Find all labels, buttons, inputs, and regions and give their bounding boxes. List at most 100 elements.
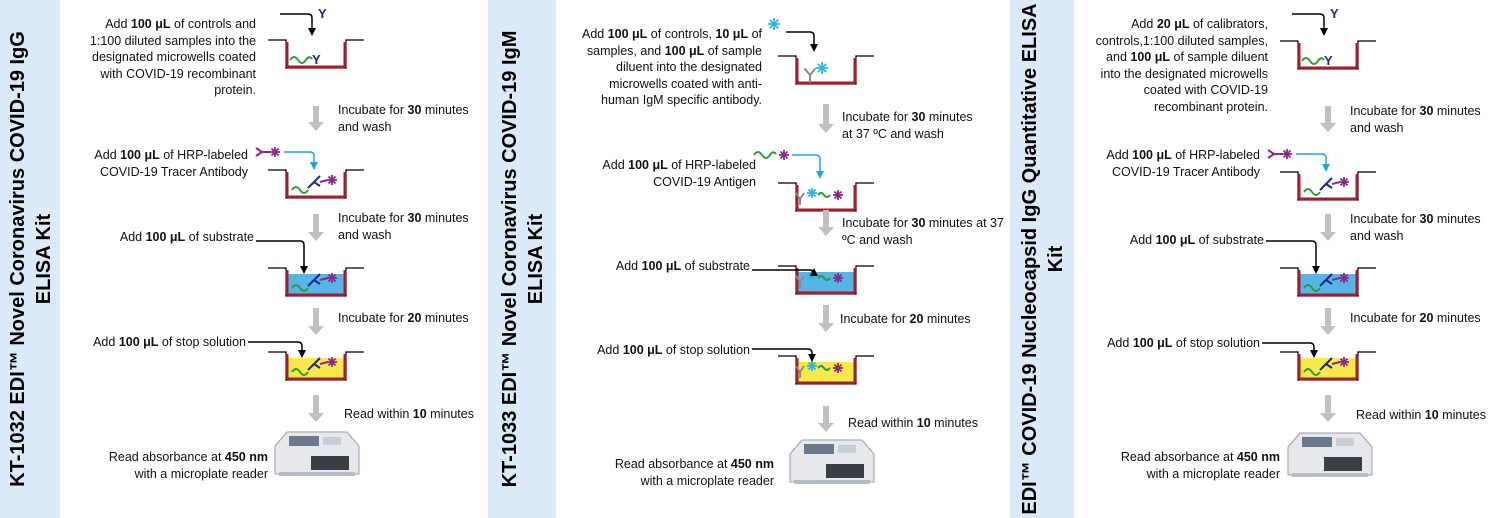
- step-arrow-1: [818, 104, 834, 133]
- step-arrow-shaft: [823, 406, 829, 424]
- incubation-1-text: Incubate for 30 minutes and wash: [1350, 104, 1481, 135]
- step-arrow-head: [308, 232, 324, 241]
- step-arrow-1: [308, 106, 324, 131]
- incubation-3-text: Incubate for 20 minutes: [338, 311, 469, 325]
- antigen-icon: [817, 192, 831, 198]
- tracer-antibody-icon: [1331, 277, 1341, 281]
- step-arrow-shaft: [823, 104, 829, 125]
- panel-band-1: [0, 0, 60, 518]
- tracer-antibody-icon: [255, 147, 270, 157]
- step-arrow-head: [308, 413, 324, 422]
- antigen-icon: [1303, 188, 1321, 196]
- step-arrow-2: [308, 214, 324, 241]
- antibody-y-icon: Y: [1324, 53, 1333, 68]
- tracer-label-icon: [779, 150, 789, 160]
- antigen-icon: [817, 275, 831, 281]
- virus-icon: [816, 62, 828, 74]
- incubation-4-text: Read within 10 minutes: [848, 416, 978, 430]
- tracer-antibody-icon: [319, 277, 329, 281]
- reader-display: [804, 444, 834, 454]
- add-arrow-blue: [792, 154, 824, 179]
- add-arrow-stop: [248, 341, 306, 358]
- well-liquid: [796, 272, 856, 294]
- reader-keypad: [1336, 438, 1354, 446]
- step-arrow-shaft: [313, 106, 319, 123]
- incubation-2-text: Incubate for 30 minutes at 37 ºC and was…: [842, 216, 1004, 247]
- antigen-icon: [289, 56, 313, 64]
- tracer-label-icon: [1339, 357, 1349, 367]
- antibody-y-icon: [1319, 273, 1333, 287]
- virus-icon: [807, 188, 817, 198]
- well-outline: [778, 55, 874, 85]
- well-step-1: [1280, 40, 1376, 70]
- antigen-icon: [291, 368, 309, 376]
- incubation-1-text: Incubate for 30 minutes and wash: [338, 103, 469, 134]
- tracer-label-icon: [1339, 177, 1349, 187]
- step-2-text: Add 100 μL of HRP-labeled COVID-19 Antig…: [602, 158, 756, 189]
- add-arrow: [1292, 13, 1328, 36]
- step-5-text: Read absorbance at 450 nm with a micropl…: [108, 450, 268, 481]
- step-arrow-shaft: [823, 210, 829, 228]
- incubation-3-text: Incubate for 20 minutes: [1350, 311, 1481, 325]
- antibody-y-icon: Y: [318, 6, 327, 21]
- microplate-reader-icon: [1287, 432, 1373, 477]
- bound-complex: [1303, 357, 1341, 376]
- step-arrow-shaft: [313, 308, 319, 327]
- antibody-y-icon: [795, 192, 805, 205]
- incubation-4-text: Read within 10 minutes: [344, 407, 474, 421]
- incubation-4-text: Read within 10 minutes: [1356, 408, 1486, 422]
- tracer-label-icon: [327, 357, 337, 367]
- step-1-text: Add 20 μL of calibrators, controls,1:100…: [1095, 17, 1268, 114]
- tracer-label-icon: [1339, 273, 1349, 283]
- step-arrow-head: [1320, 326, 1336, 335]
- reader-keypad: [838, 445, 856, 453]
- step-3-text: Add 100 μL of substrate: [615, 259, 750, 273]
- antigen-icon: [817, 365, 831, 371]
- step-3-text: Add 100 μL of substrate: [119, 230, 254, 244]
- tracer-label-icon: [327, 273, 337, 283]
- antibody-y-icon: [307, 273, 321, 287]
- tracer-antibody-icon: [1331, 181, 1341, 185]
- microplate-reader-icon: [274, 431, 360, 476]
- step-4-text: Add 100 μL of stop solution: [1107, 336, 1260, 350]
- tracer-label-icon: [833, 363, 843, 373]
- reader-base: [794, 480, 870, 484]
- antibody-y-icon: [804, 68, 816, 83]
- step-1-text: Add 100 μL of controls, 10 μL of samples…: [581, 27, 762, 107]
- add-arrow-substrate: [752, 268, 818, 276]
- add-arrow-blue: [284, 151, 318, 170]
- add-arrow-substrate: [256, 240, 308, 274]
- step-4-text: Add 100 μL of stop solution: [93, 335, 246, 349]
- step-arrow-head: [818, 227, 834, 236]
- add-arrow: [786, 31, 818, 52]
- well-step-1: [778, 55, 874, 85]
- incubation-1-text: Incubate for 30 minutes at 37 ºC and was…: [842, 110, 973, 141]
- tracer-antibody-icon: [319, 361, 329, 365]
- antigen-icon: [291, 284, 309, 292]
- step-arrow-shaft: [823, 305, 829, 324]
- virus-icon: [807, 271, 817, 281]
- step-arrow-head: [818, 423, 834, 432]
- step-arrow-head: [1320, 232, 1336, 241]
- step-arrow-shaft: [1325, 395, 1331, 414]
- bound-complex: [795, 192, 831, 205]
- reader-plate-slot: [826, 464, 864, 478]
- step-arrow-1: [1320, 106, 1336, 132]
- reader-display: [289, 436, 319, 446]
- step-arrow-head: [308, 326, 324, 335]
- well-step-2: [1280, 171, 1376, 201]
- step-arrow-head: [818, 323, 834, 332]
- incubation-2-text: Incubate for 30 minutes and wash: [338, 211, 469, 242]
- virus-icon: [807, 361, 817, 371]
- antigen-icon: [1301, 57, 1325, 65]
- step-arrow-4: [308, 395, 324, 422]
- well-liquid: [796, 362, 856, 384]
- reader-display: [1302, 437, 1332, 447]
- bound-complex: [291, 357, 329, 376]
- panel-band-3: [1010, 0, 1074, 518]
- step-arrow-shaft: [1325, 106, 1331, 124]
- well-step-2: [268, 169, 364, 199]
- step-arrow-shaft: [313, 214, 319, 233]
- add-arrow-stop: [752, 348, 816, 362]
- step-4-text: Add 100 μL of stop solution: [597, 343, 750, 357]
